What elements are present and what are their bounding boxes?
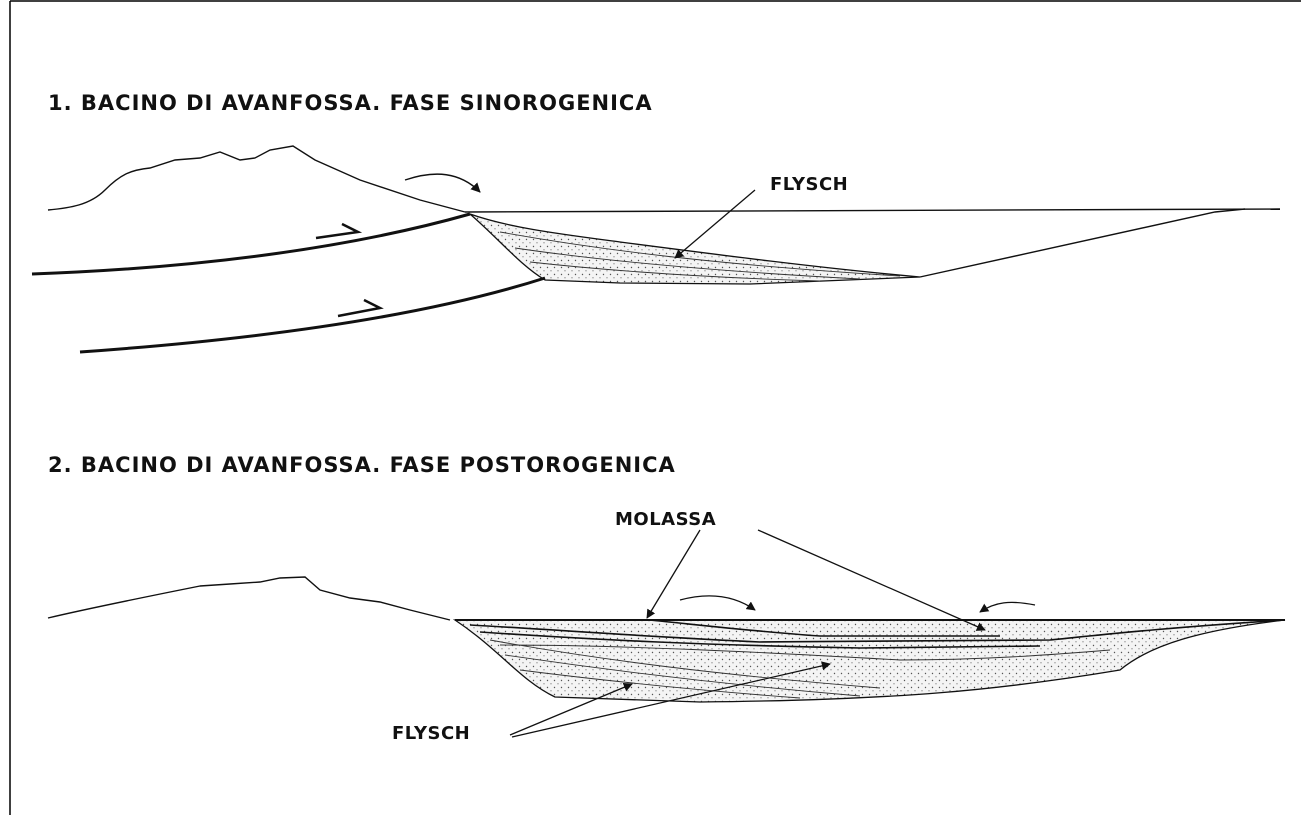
sediment-arrow-east (980, 602, 1035, 612)
panel-2-title: 2. BACINO DI AVANFOSSA. FASE POSTOROGENI… (48, 453, 676, 477)
panel-1-title: 1. BACINO DI AVANFOSSA. FASE SINOROGENIC… (48, 91, 653, 115)
flysch-leader-1 (675, 190, 755, 258)
topography-line-2 (48, 577, 450, 620)
topography-line (48, 146, 465, 212)
panel-1: 1. BACINO DI AVANFOSSA. FASE SINOROGENIC… (32, 91, 1280, 352)
foreland-ramp (920, 209, 1245, 277)
flysch-label-2: FLYSCH (392, 723, 470, 744)
sediment-arrow-west (680, 596, 755, 610)
molassa-label: MOLASSA (615, 509, 716, 530)
thrust-fault-lower (80, 278, 545, 352)
thrust-arrow-upper (316, 224, 358, 238)
flysch-label-1: FLYSCH (770, 174, 848, 195)
flysch-basin-fill (470, 214, 920, 284)
thrust-fault-upper (32, 214, 470, 274)
sea-level-line (465, 209, 1280, 212)
molassa-leader-right (758, 530, 985, 630)
thrust-arrow-lower (338, 300, 380, 316)
molassa-leader-left (647, 530, 700, 618)
sediment-input-arrow (405, 174, 480, 192)
panel-2: 2. BACINO DI AVANFOSSA. FASE POSTOROGENI… (48, 453, 1285, 744)
